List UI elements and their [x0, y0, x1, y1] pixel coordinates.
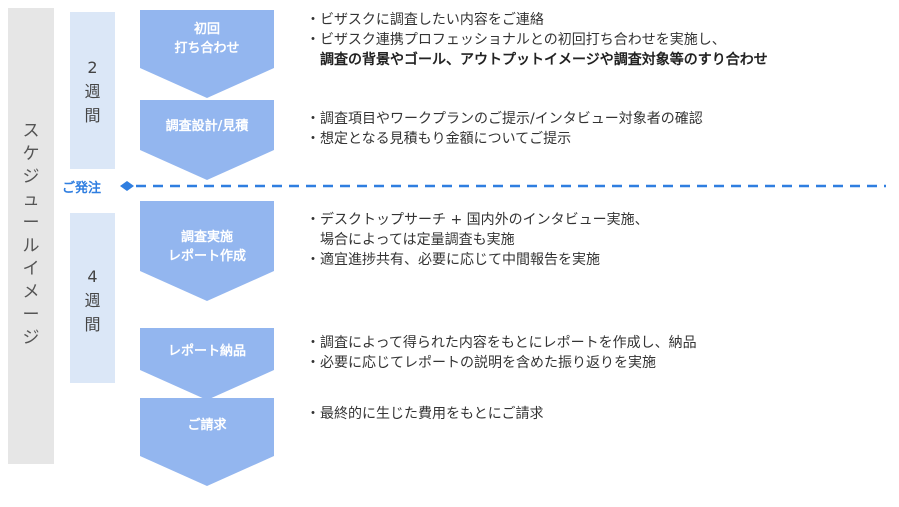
duration-char: 4 [87, 267, 98, 286]
step-description-design-estimate: ・調査項目やワークプランのご提示/インタビュー対象者の確認・想定となる見積もり金… [306, 109, 703, 149]
step-label: 調査実施レポート作成 [140, 228, 274, 266]
side-label-char: ュ [22, 190, 40, 210]
schedule-image-text: スケジュールイメージ [8, 120, 54, 350]
description-line: ・必要に応じてレポートの説明を含めた振り返りを実施 [306, 355, 656, 371]
side-label-char: ス [22, 121, 40, 141]
duration-char: 2 [87, 58, 98, 77]
side-label-char: ー [22, 305, 40, 325]
order-dashed-line [120, 181, 886, 191]
duration-2-weeks-text: 2 週間 [70, 56, 115, 128]
step-description-initial-meeting: ・ビザスクに調査したい内容をご連絡・ビザスク連携プロフェッショナルとの初回打ち合… [306, 10, 768, 70]
side-label-char: イ [22, 259, 40, 279]
step-label-line: ご請求 [187, 418, 227, 433]
duration-char: 週 [84, 291, 101, 310]
step-description-report-delivery: ・調査によって得られた内容をもとにレポートを作成し、納品・必要に応じてレポートの… [306, 333, 697, 373]
step-label-line: レポート作成 [167, 249, 246, 264]
description-line: ・ビザスク連携プロフェッショナルとの初回打ち合わせを実施し、 [306, 32, 726, 48]
duration-char: 間 [84, 315, 101, 334]
step-label: 初回打ち合わせ [140, 20, 274, 58]
description-line: ・想定となる見積もり金額についてご提示 [306, 131, 572, 147]
step-label-line: 調査設計/見積 [165, 119, 249, 134]
side-label-char: ー [22, 213, 40, 233]
side-label-char: ジ [22, 167, 40, 187]
description-line: ・調査によって得られた内容をもとにレポートを作成し、納品 [306, 335, 697, 351]
step-label-line: 打ち合わせ [174, 41, 240, 56]
step-description-billing: ・最終的に生じた費用をもとにご請求 [306, 404, 543, 424]
description-line: 調査の背景やゴール、アウトプットイメージや調査対象等のすり合わせ [306, 52, 768, 68]
step-description-research-report: ・デスクトップサーチ + 国内外のインタビュー実施、 場合によっては定量調査も実… [306, 210, 649, 270]
side-label-char: ル [22, 236, 40, 256]
step-label: ご請求 [140, 416, 274, 435]
step-label-line: 初回 [193, 22, 220, 37]
step-label: 調査設計/見積 [140, 117, 274, 136]
step-label: レポート納品 [140, 342, 274, 361]
side-label-char: ジ [22, 328, 40, 348]
description-line: ・調査項目やワークプランのご提示/インタビュー対象者の確認 [306, 111, 703, 127]
side-label-char: メ [22, 282, 40, 302]
duration-4-weeks-text: 4 週間 [70, 265, 115, 337]
description-line: 場合によっては定量調査も実施 [306, 232, 515, 248]
description-line: ・デスクトップサーチ + 国内外のインタビュー実施、 [306, 212, 649, 228]
duration-char: 週 [84, 82, 101, 101]
duration-box-2-weeks: 2 週間 [70, 12, 115, 169]
duration-box-4-weeks: 4 週間 [70, 213, 115, 383]
order-label: ご発注 [62, 181, 102, 196]
schedule-image-label: スケジュールイメージ [8, 8, 54, 464]
duration-char: 間 [84, 106, 101, 125]
side-label-char: ケ [22, 144, 40, 164]
description-line: ・最終的に生じた費用をもとにご請求 [306, 406, 544, 422]
description-line: ・ビザスクに調査したい内容をご連絡 [306, 12, 544, 28]
description-line: ・適宜進捗共有、必要に応じて中間報告を実施 [306, 252, 600, 268]
step-label-line: レポート納品 [167, 344, 246, 359]
order-diamond-marker [120, 181, 134, 191]
step-label-line: 調査実施 [180, 230, 233, 245]
